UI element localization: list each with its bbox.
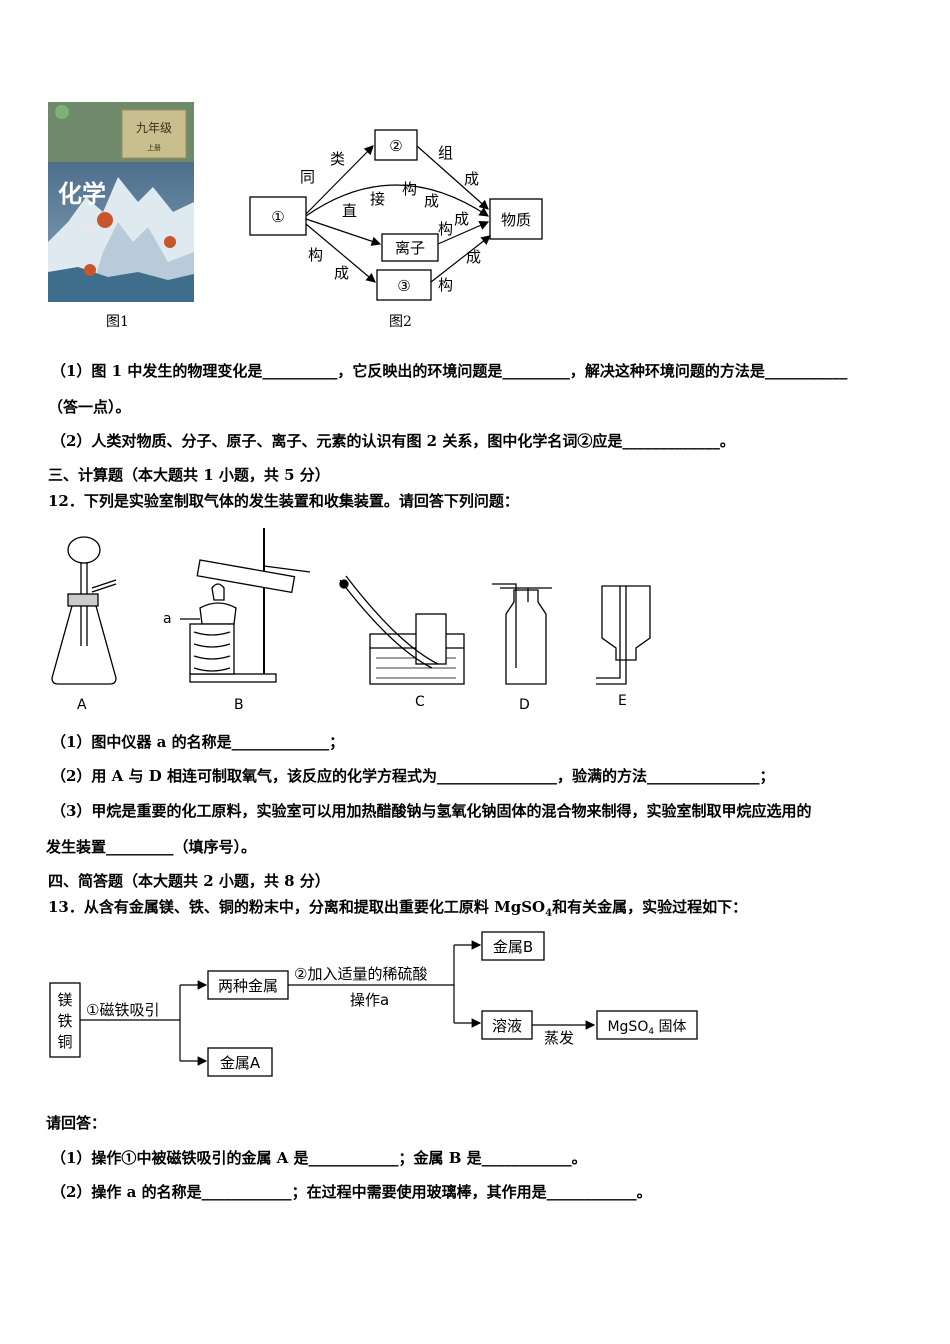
q13-part2: （2）操作 a 的名称是____________；在过程中需要使用玻璃棒，其作用…: [51, 1183, 652, 1201]
q13-stem-post: 和有关金属，实验过程如下：: [552, 898, 748, 916]
node-3-box: [376, 269, 432, 301]
apparatus-a: [51, 536, 117, 685]
q13-stem: 13．从含有金属镁、铁、铜的粉末中，分离和提取出重要化工原料 MgSO4和有关金…: [48, 897, 747, 924]
q11-part2: （2）人类对物质、分子、原子、离子、元素的认识有图 2 关系，图中化学名词②应是…: [51, 432, 735, 450]
metal-b-label: 金属B: [493, 938, 533, 956]
start-metal: 铁: [57, 1012, 72, 1030]
apparatus-e: [596, 585, 651, 685]
edge-label: 构: [438, 276, 453, 294]
cover-term-text: 上册: [147, 143, 161, 152]
q12-part3-cont: 发生装置_________（填序号）。: [46, 838, 257, 856]
node-1-label: ①: [271, 208, 284, 226]
ion-label: 离子: [395, 239, 425, 257]
cover-title-text: 化学: [58, 180, 106, 208]
edge-label: 成: [424, 192, 439, 210]
node-2-box: [374, 129, 418, 161]
start-metal: 镁: [57, 991, 72, 1009]
ion-box: [381, 233, 439, 262]
figure-2-caption: 图2: [389, 314, 412, 330]
metal-a-box: [207, 1047, 273, 1077]
product-box: [596, 1010, 698, 1040]
metal-a-label: 金属A: [220, 1054, 261, 1072]
step-1-label: ①磁铁吸引: [86, 1001, 159, 1019]
product-post: 固体: [654, 1019, 686, 1035]
q13-part1: （1）操作①中被磁铁吸引的金属 A 是____________；金属 B 是__…: [51, 1149, 587, 1167]
apparatus-label: E: [618, 693, 627, 709]
q13-stem-pre: 13．从含有金属镁、铁、铜的粉末中，分离和提取出重要化工原料 MgSO: [48, 898, 546, 916]
section-3-heading: 三、计算题（本大题共 1 小题，共 5 分）: [48, 466, 330, 484]
edge-label: 类: [330, 150, 345, 168]
figure-1-caption: 图1: [106, 314, 129, 330]
start-box: [49, 982, 81, 1058]
process-flowchart: 镁 铁 铜 ①磁铁吸引 两种金属 金属A ②加入适量的稀硫酸 操作a 金属B 溶…: [49, 931, 698, 1077]
edge-label: 直: [342, 202, 357, 220]
metal-b-box: [481, 931, 545, 961]
apparatus-d: [492, 583, 552, 685]
matter-box: [489, 198, 543, 240]
edge-label: 同: [300, 168, 315, 186]
edge-label: 成: [464, 170, 479, 188]
step-2-label: ②加入适量的稀硫酸: [294, 965, 427, 983]
apparatus-label: C: [415, 694, 425, 710]
node-2-label: ②: [389, 137, 402, 155]
apparatus-b: [180, 528, 311, 683]
node-1-box: [249, 196, 307, 236]
product-sub: 4: [648, 1027, 654, 1037]
start-metal: 铜: [57, 1033, 72, 1051]
product-label: MgSO4 固体: [607, 1019, 686, 1037]
section-4-heading: 四、简答题（本大题共 2 小题，共 8 分）: [48, 872, 330, 890]
q12-part1: （1）图中仪器 a 的名称是_____________；: [51, 733, 345, 751]
node-3-label: ③: [397, 277, 410, 295]
edge-label: 构: [438, 220, 453, 238]
apparatus-c: [339, 575, 465, 685]
apparatus-label: B: [234, 697, 244, 713]
edge-label: 成: [454, 210, 469, 228]
textbook-cover-image: 九年级 上册 化学: [47, 101, 195, 303]
concept-diagram: ① ② 离子 ③ 物质 同 类 组 成 直 接 构 成 构 成 构 成 成 构: [249, 129, 543, 301]
q12-part2: （2）用 A 与 D 相连可制取氧气，该反应的化学方程式为___________…: [51, 767, 775, 785]
q11-part1-note: （答一点）。: [48, 398, 131, 416]
textbook-cover-graphic: 九年级 上册 化学: [47, 101, 195, 303]
q12-part3: （3）甲烷是重要的化工原料，实验室可以用加热醋酸钠与氢氧化钠固体的混合物来制得，…: [51, 802, 812, 820]
apparatus-label: D: [519, 697, 530, 713]
edge-label: 接: [370, 190, 385, 208]
matter-label: 物质: [501, 211, 531, 229]
edge-label: 构: [308, 246, 323, 264]
q13-ask: 请回答：: [46, 1114, 107, 1132]
lab-apparatus-figure: a A B C D E: [51, 528, 651, 713]
product-pre: MgSO: [607, 1019, 648, 1035]
edge-label: 组: [438, 144, 453, 162]
two-metals-label: 两种金属: [218, 977, 278, 995]
solution-label: 溶液: [492, 1017, 522, 1035]
cover-grade-text: 九年级: [136, 121, 172, 135]
two-metals-box: [207, 970, 289, 1000]
edge-label: 成: [466, 248, 481, 266]
operation-a-label: 操作a: [350, 991, 389, 1009]
edge-label: 构: [402, 180, 417, 198]
edge-label: 成: [334, 264, 349, 282]
instrument-a-label: a: [163, 611, 172, 627]
q13-stem-sub: 4: [545, 908, 553, 919]
apparatus-label: A: [77, 697, 87, 713]
q12-stem: 12．下列是实验室制取气体的发生装置和收集装置。请回答下列问题：: [48, 492, 519, 510]
evaporate-label: 蒸发: [544, 1029, 574, 1047]
q11-part1: （1）图 1 中发生的物理变化是__________，它反映出的环境问题是___…: [51, 362, 848, 380]
